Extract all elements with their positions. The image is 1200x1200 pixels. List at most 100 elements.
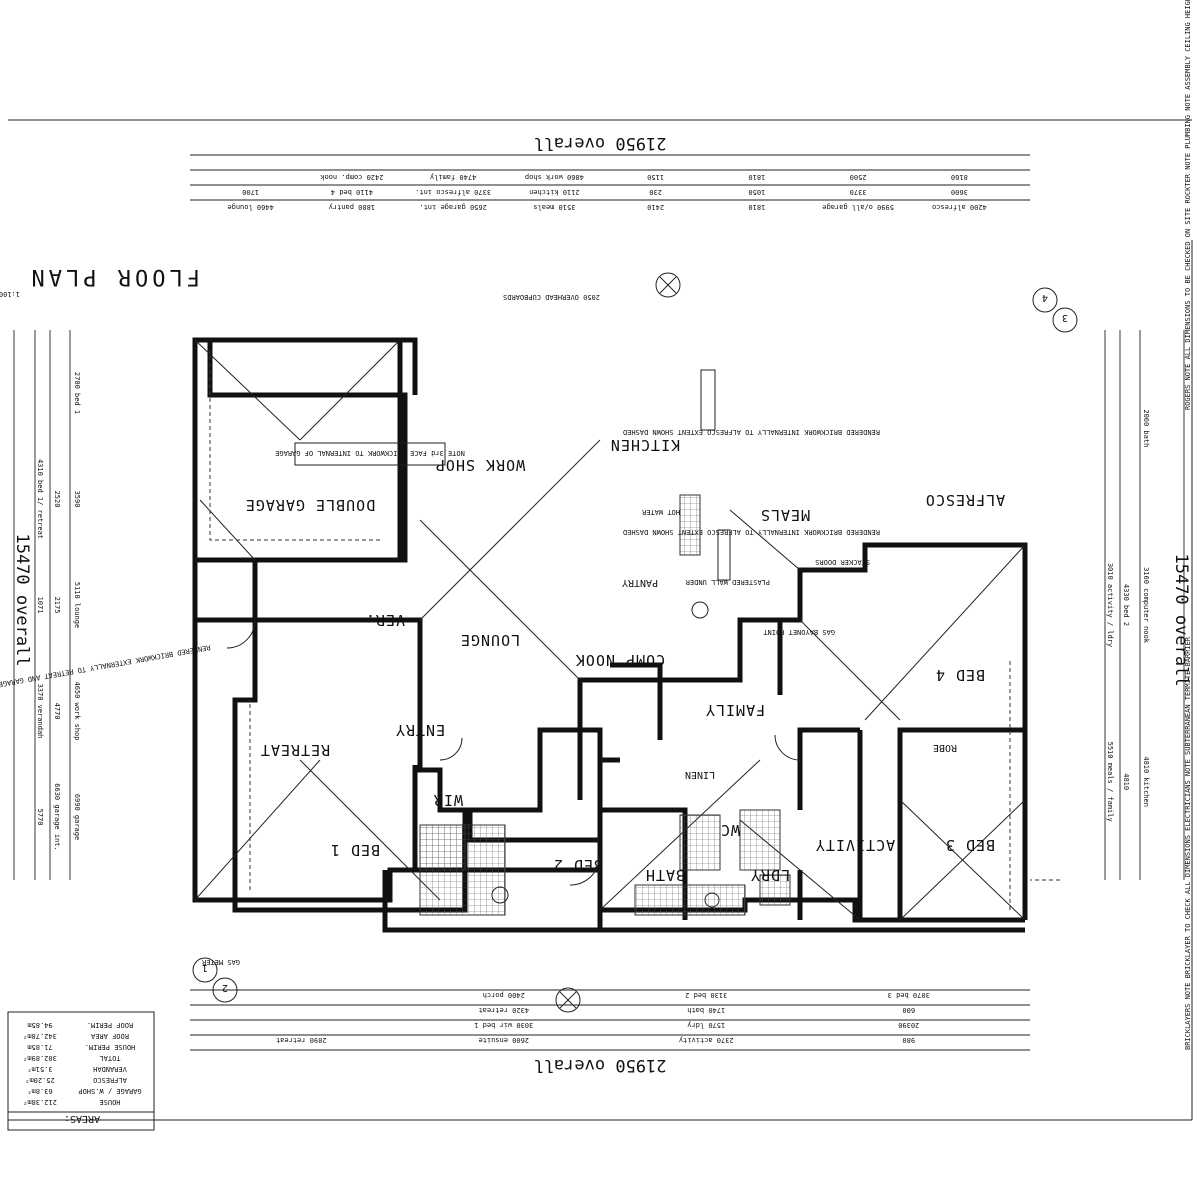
dimension-label: 3130 bed 2 [685, 991, 727, 999]
overall-dim-bottom: 21950 overall [533, 1055, 666, 1075]
dimension-label: 2520 [53, 491, 61, 508]
dimension-label: 4650 work shop [73, 681, 81, 740]
dimension-label: 3160 computer nook [1142, 567, 1150, 644]
dimension-label: 1050 [748, 188, 765, 196]
dimension-label: 20390 [898, 1021, 919, 1029]
overall-dim-top: 21950 overall [533, 133, 666, 153]
wet-areas [419, 494, 791, 916]
side-note-right-top: ROGERS NOTE ALL DIMENSIONS TO BE CHECKED… [1184, 0, 1192, 410]
garage-note-box [294, 442, 446, 466]
areas-row-label: TOTAL [99, 1054, 120, 1062]
dimension-label: 6630 garage int. [53, 783, 61, 850]
overall-dim-right: 15470 overall [1171, 553, 1191, 686]
elevation-marker-number: 2 [222, 982, 228, 993]
room-bath: BATH [645, 866, 685, 884]
cupboards-note: 2050 OVERHEAD CUPBOARDS [503, 293, 600, 301]
dimension-tick-lines [34, 169, 1141, 1036]
dimension-label: 3510 meals [533, 203, 575, 211]
elevation-marker-number: 3 [1062, 312, 1068, 323]
room-bed2: BED 2 [553, 856, 603, 874]
cooktop [717, 529, 731, 581]
room-verandah: VER. [365, 611, 405, 629]
dimension-label: 4320 retreat [478, 1006, 529, 1014]
dimension-label: 2650 garage int. [419, 203, 486, 211]
dimension-label: 1810 [748, 173, 765, 181]
dimension-label: 4860 work shop [525, 173, 584, 181]
dimension-strings-bottom: 980 20390 600 3070 bed 3 2370 activity 1570 l… [276, 991, 930, 1044]
areas-row-value: 71.85m [27, 1043, 52, 1051]
dimension-label: 6990 garage [73, 794, 81, 840]
dimension-label: 1570 ldry [687, 1021, 725, 1029]
room-bed3: BED 3 [945, 836, 995, 854]
areas-row-value: 342.78m² [23, 1032, 57, 1040]
dimension-label: 3070 bed 3 [888, 991, 930, 999]
dimension-label: 2175 [53, 597, 61, 614]
room-ldry: LDRY [750, 866, 790, 884]
areas-row-label: HOUSE [99, 1098, 120, 1106]
dimension-label: 3030 wir bed 1 [474, 1021, 533, 1029]
dimension-label: 2420 comp. nook [319, 173, 383, 181]
roof-hip-lines [194, 339, 1026, 921]
areas-row-value: 3.51m² [27, 1065, 52, 1073]
room-alfresco: ALFRESCO [925, 491, 1005, 509]
elevation-marker-circle [1032, 287, 1058, 313]
room-work-shop: WORK SHOP [435, 456, 525, 474]
room-wir: WIR [433, 791, 463, 809]
dimension-label: 5770 [36, 809, 44, 826]
dimension-label: 3590 [73, 491, 81, 508]
kitchen-bench [700, 369, 716, 431]
overall-dim-left: 15470 overall [12, 533, 32, 666]
dimension-label: 5510 meals / family [1106, 742, 1114, 822]
dimension-label: 4460 lounge [227, 203, 273, 211]
hot-water-note: HOT WATER [641, 508, 680, 516]
fixtures [226, 369, 801, 908]
dimension-label: 600 [902, 1006, 915, 1014]
garage-note: NOTE 3rd FACE BRICKWORK TO INTERNAL OF G… [275, 449, 465, 457]
elevation-marker-number: 4 [1042, 292, 1048, 303]
room-meals: MEALS [760, 506, 810, 524]
dimension-label: 4740 family [430, 173, 476, 181]
areas-row-value: 94.85m [27, 1021, 52, 1029]
dimension-label: 4200 alfresco [932, 203, 987, 211]
room-activity: ACTIVITY [815, 836, 895, 854]
room-linen: LINEN [685, 769, 715, 780]
toilet-icon [491, 886, 509, 904]
room-bed4: BED 4 [935, 666, 985, 684]
dimension-label: 230 [649, 188, 662, 196]
room-retreat: RETREAT [260, 741, 330, 759]
side-note-gas-meter: GAS METER [201, 958, 240, 966]
dimension-label: 3370 alfresco int. [415, 188, 491, 196]
dimension-label: 2500 [850, 173, 867, 181]
alfresco-note-1: RENDERED BRICKWORK INTERNALLY TO ALFRESC… [623, 528, 880, 536]
room-labels: DOUBLE GARAGE WORK SHOP KITCHEN MEALS AL… [245, 436, 1005, 884]
dimension-label: 2890 retreat [276, 1036, 327, 1044]
elevation-marker-circle [212, 977, 238, 1003]
areas-row-label: ROOF AREA [90, 1032, 129, 1040]
areas-row-value: 25.20m² [25, 1076, 55, 1084]
areas-row-label: VERANDAH [93, 1065, 127, 1073]
areas-table: AREAS: [7, 1011, 155, 1131]
plastered-wall-note: PLASTERED WALL UNDER [685, 578, 770, 586]
dimension-label: 4770 [53, 703, 61, 720]
dimension-label: 2370 activity [679, 1036, 734, 1044]
dimension-label: 8160 [951, 173, 968, 181]
room-pantry: PANTRY [622, 577, 658, 588]
areas-row-label: HOUSE PERIM. [85, 1043, 136, 1051]
dimension-label: 4810 kitchen [1142, 756, 1150, 807]
dimension-label: 1071 [36, 597, 44, 614]
room-comp-nook: COMP NOOK [575, 651, 665, 669]
dimension-label: 3370 [850, 188, 867, 196]
dimension-label: 2700 bed 1 [73, 372, 81, 414]
room-wc: WC [720, 821, 740, 839]
dimension-label: 3370 verandah [36, 684, 44, 739]
room-entry: ENTRY [395, 721, 445, 739]
dimension-label: 3010 activity / ldry [1106, 563, 1114, 647]
dimension-label: 2110 kitchen [529, 188, 580, 196]
dimension-label: 980 [902, 1036, 915, 1044]
dimension-label: 2600 ensuite [478, 1036, 529, 1044]
